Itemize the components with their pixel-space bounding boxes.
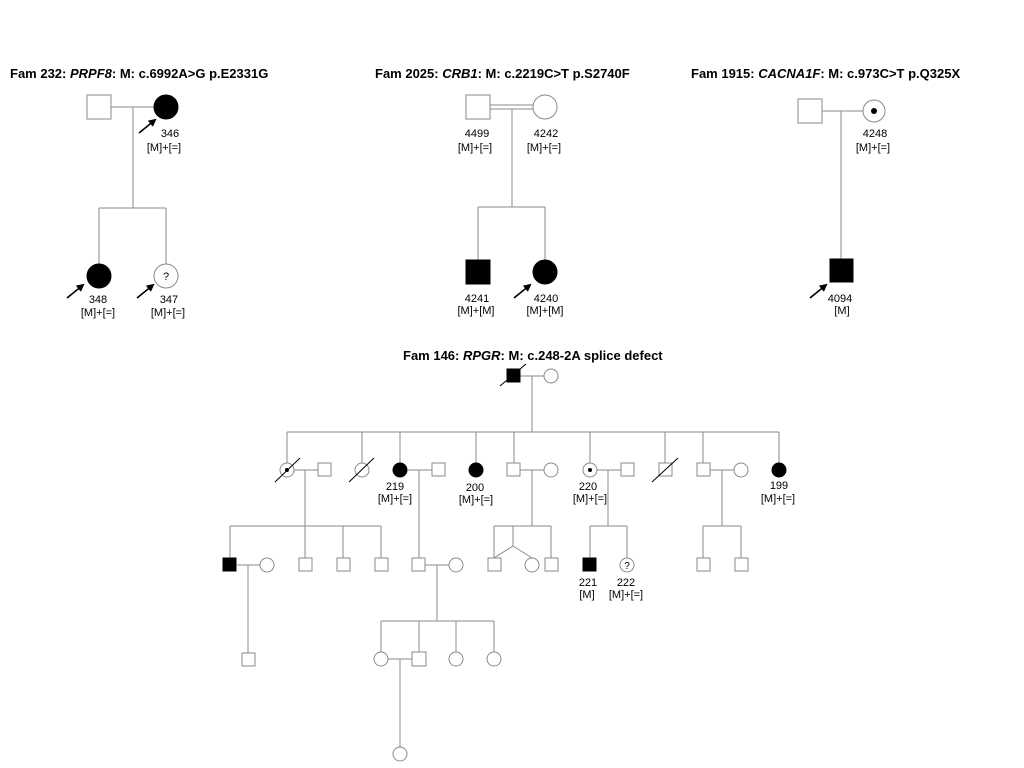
male-unaffected [734,557,749,572]
genotype-4499: [M]+[=] [458,142,492,154]
female-unaffected [543,368,559,384]
male-affected-221 [582,557,597,572]
genotype-219: [M]+[=] [378,493,412,505]
genotype-348: [M]+[=] [81,307,115,319]
male-unaffected [411,651,427,667]
deceased-slash [348,457,375,483]
male-unaffected [544,557,559,572]
male-unaffected [298,557,313,572]
female-unaffected [543,462,559,478]
family-146-title: Fam 146: RPGR: M: c.248-2A splice defect [403,348,663,363]
unknown-status-mark: ? [163,271,169,283]
female-affected-4240 [532,259,558,285]
carrier-dot [871,108,877,114]
genotype-4240: [M]+[M] [527,305,564,317]
female-unaffected [733,462,749,478]
male-unaffected [431,462,446,477]
male-unaffected-4499 [465,94,491,120]
male-unaffected [241,652,256,667]
genotype-4248: [M]+[=] [856,142,890,154]
genotype-222: [M]+[=] [609,589,643,601]
proband-arrow [66,283,85,299]
deceased-slash [274,457,301,483]
male-twin [487,557,502,572]
male-affected [222,557,237,572]
member-id-199: 199 [770,480,788,492]
genotype-199: [M]+[=] [761,493,795,505]
male-unaffected [696,462,711,477]
male-unaffected [506,462,521,477]
genotype-347: [M]+[=] [151,307,185,319]
family-1915-title: Fam 1915: CACNA1F: M: c.973C>T p.Q325X [691,66,960,81]
member-id-221: 221 [579,577,597,589]
deceased-slash [651,457,679,483]
female-unaffected [392,746,408,762]
proband-arrow [513,283,532,299]
female-twin [524,557,540,573]
family-232-title: Fam 232: PRPF8: M: c.6992A>G p.E2331G [10,66,268,81]
family-1915: Fam 1915: CACNA1F: M: c.973C>T p.Q325X 4… [691,66,960,317]
female-unaffected [486,651,502,667]
family-146: Fam 146: RPGR: M: c.248-2A splice defect… [222,348,795,762]
member-id-4241: 4241 [465,293,489,305]
male-unaffected [411,557,426,572]
male-unaffected [620,462,635,477]
genotype-4242: [M]+[=] [527,142,561,154]
member-id-4499: 4499 [465,128,489,140]
male-unaffected [696,557,711,572]
member-id-4242: 4242 [534,128,558,140]
genotype-4094: [M] [834,305,849,317]
female-affected-219 [392,462,408,478]
member-id-346: 346 [161,128,179,140]
proband-arrow [136,283,155,299]
member-id-4094: 4094 [828,293,852,305]
unknown-status-mark: ? [624,561,630,572]
male-affected-4241 [465,259,491,285]
female-unaffected [259,557,275,573]
genotype-200: [M]+[=] [459,494,493,506]
member-id-347: 347 [160,294,178,306]
genotype-4241: [M]+[M] [458,305,495,317]
female-unknown-222 [619,557,635,573]
deceased-slash [499,363,527,387]
female-affected-200 [468,462,484,478]
male-unaffected [797,98,823,124]
family-232: Fam 232: PRPF8: M: c.6992A>G p.E2331G 34… [10,66,268,319]
carrier-dot [588,468,592,472]
member-id-4240: 4240 [534,293,558,305]
member-id-220: 220 [579,481,597,493]
member-id-219: 219 [386,481,404,493]
female-unaffected [373,651,389,667]
member-id-348: 348 [89,294,107,306]
male-unaffected [86,94,112,120]
genotype-221: [M] [579,589,594,601]
female-unaffected-4242 [532,94,558,120]
member-id-200: 200 [466,482,484,494]
proband-arrow [138,118,157,134]
female-unaffected [448,557,464,573]
female-unknown-347 [153,263,179,289]
male-affected-4094 [829,258,854,283]
female-affected-346 [153,94,179,120]
genotype-220: [M]+[=] [573,493,607,505]
male-unaffected [336,557,351,572]
member-id-222: 222 [617,577,635,589]
proband-arrow [809,283,828,299]
genotype-346: [M]+[=] [147,142,181,154]
female-affected-199 [771,462,787,478]
female-unaffected [448,651,464,667]
family-2025: Fam 2025: CRB1: M: c.2219C>T p.S2740F 44… [375,66,630,317]
family-2025-title: Fam 2025: CRB1: M: c.2219C>T p.S2740F [375,66,630,81]
member-id-4248: 4248 [863,128,887,140]
male-unaffected [317,462,332,477]
male-unaffected [374,557,389,572]
female-affected-348 [86,263,112,289]
